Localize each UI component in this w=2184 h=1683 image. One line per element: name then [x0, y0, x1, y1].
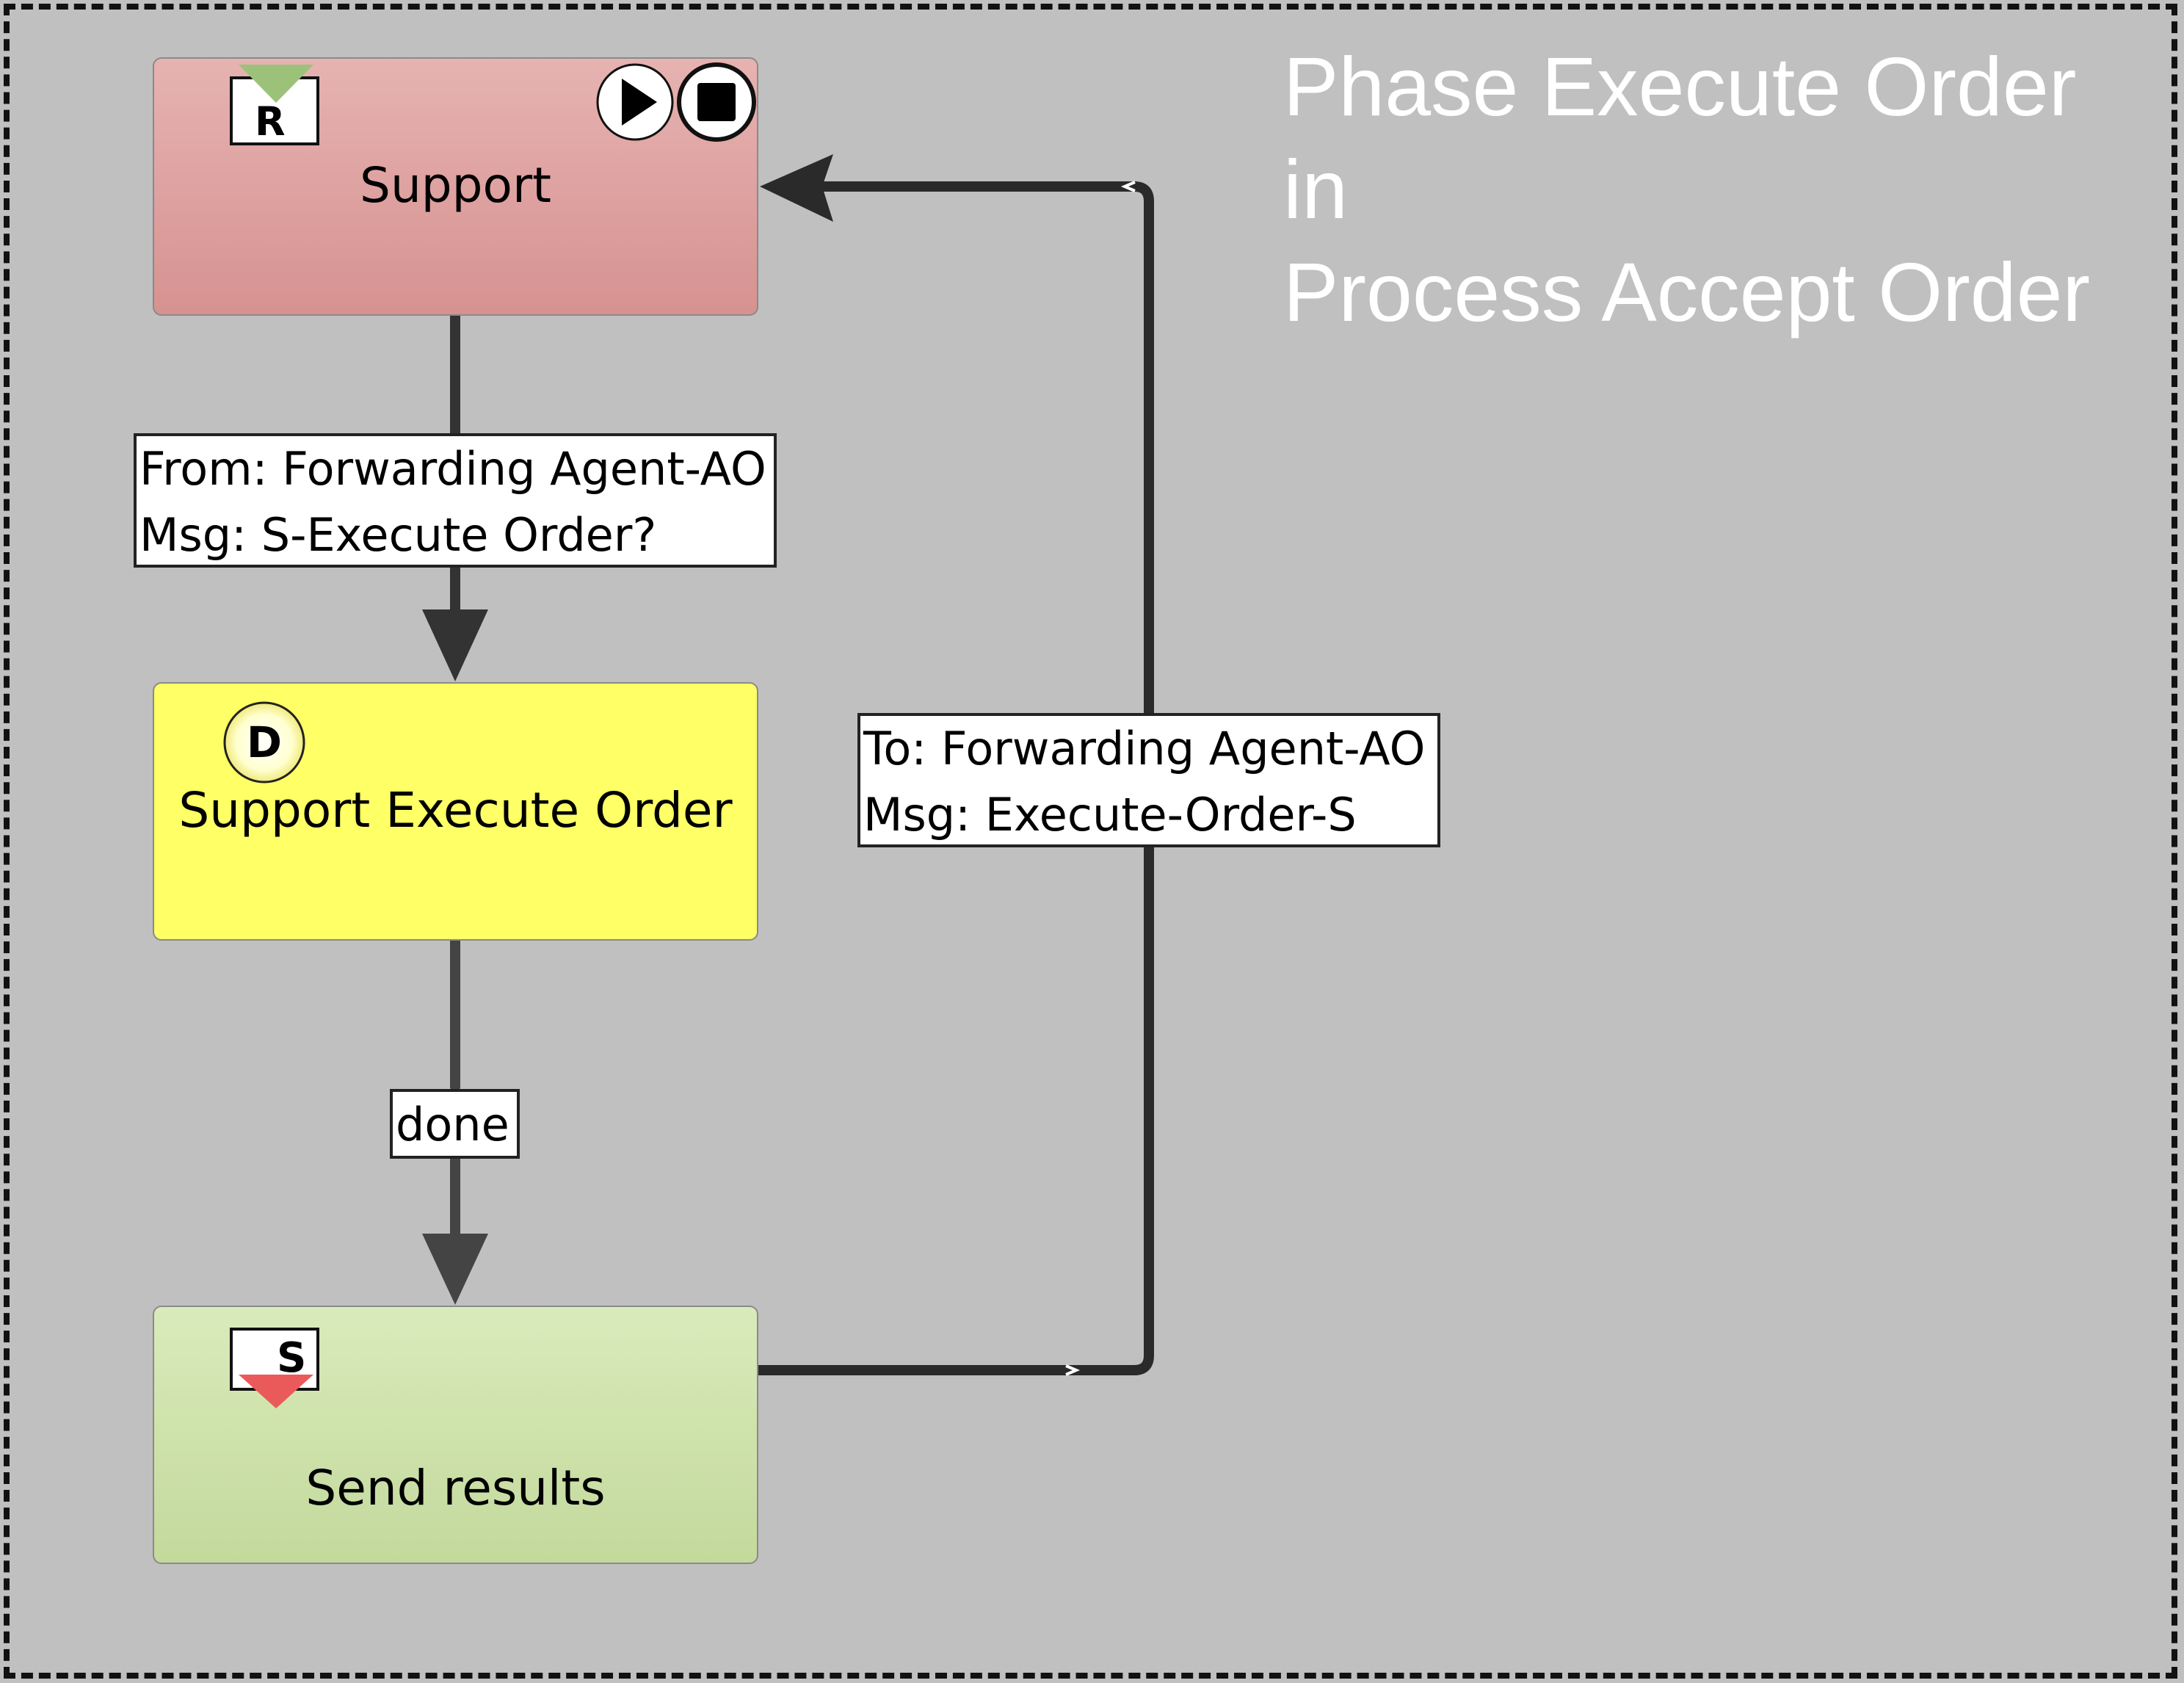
envelope-send-icon: S: [230, 1328, 319, 1408]
support-state[interactable]: R Support: [153, 57, 758, 316]
play-icon[interactable]: [594, 61, 676, 143]
bend-marker: [1120, 181, 1136, 192]
send-results-label: Send results: [305, 1460, 606, 1516]
support-execute-order-label: Support Execute Order: [178, 782, 733, 839]
send-badge: S: [277, 1334, 306, 1382]
arrowhead-down: [422, 609, 488, 681]
edge-send-to: To: Forwarding Agent-AO: [863, 722, 1426, 775]
phase-title-line3: Process Accept Order: [1283, 246, 2091, 339]
phase-title: Phase Execute Order in Process Accept Or…: [1283, 35, 2090, 344]
edge-receive-from: From: Forwarding Agent-AO: [139, 442, 766, 496]
edge-done-text: done: [396, 1098, 509, 1151]
edge-done-label: done: [390, 1089, 520, 1159]
envelope-receive-icon: R: [230, 65, 319, 145]
edge-receive[interactable]: [422, 311, 488, 681]
decision-badge: D: [247, 717, 282, 767]
edge-send-label: To: Forwarding Agent-AO Msg: Execute-Ord…: [857, 713, 1440, 847]
arrowhead-down: [422, 1234, 488, 1305]
send-results-state[interactable]: S Send results: [153, 1306, 758, 1564]
stop-icon[interactable]: [675, 61, 758, 143]
edge-done[interactable]: [422, 935, 488, 1305]
edge-receive-msg: Msg: S-Execute Order?: [139, 508, 657, 562]
decision-icon: D: [223, 701, 305, 783]
edge-send[interactable]: [758, 154, 1154, 1376]
support-label: Support: [360, 157, 551, 214]
support-badge: R: [255, 98, 286, 145]
phase-title-line2: in: [1283, 143, 1348, 236]
bend-marker: [1065, 1364, 1081, 1376]
phase-title-line1: Phase Execute Order: [1283, 40, 2077, 133]
arrowhead-left: [760, 154, 833, 222]
support-execute-order-state[interactable]: D Support Execute Order: [153, 682, 758, 941]
edge-send-msg: Msg: Execute-Order-S: [863, 788, 1357, 842]
edge-receive-label: From: Forwarding Agent-AO Msg: S-Execute…: [134, 433, 777, 568]
